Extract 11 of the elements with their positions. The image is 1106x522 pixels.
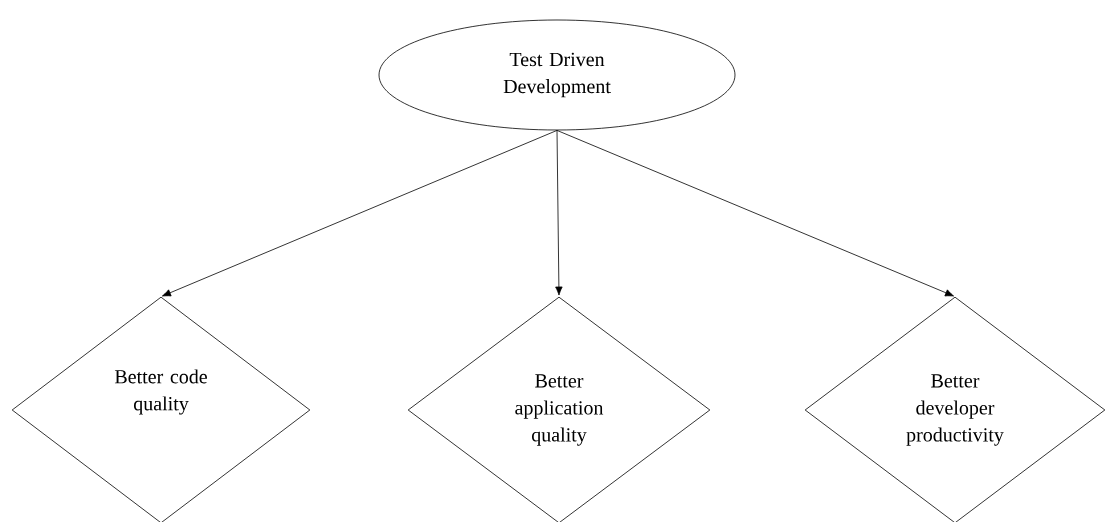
arrow	[556, 130, 954, 297]
decision-diamond	[804, 296, 1106, 522]
decision-diamond	[407, 296, 711, 522]
node-label: Better application quality	[515, 374, 604, 446]
arrow	[162, 130, 558, 297]
node-label: Better developer productivity	[906, 374, 1004, 446]
node-label: Better code quality	[114, 369, 207, 415]
node-label: Test Driven Development	[503, 52, 611, 98]
arrow	[555, 130, 563, 296]
decision-diamond	[11, 296, 311, 522]
ellipse-node	[378, 19, 736, 131]
